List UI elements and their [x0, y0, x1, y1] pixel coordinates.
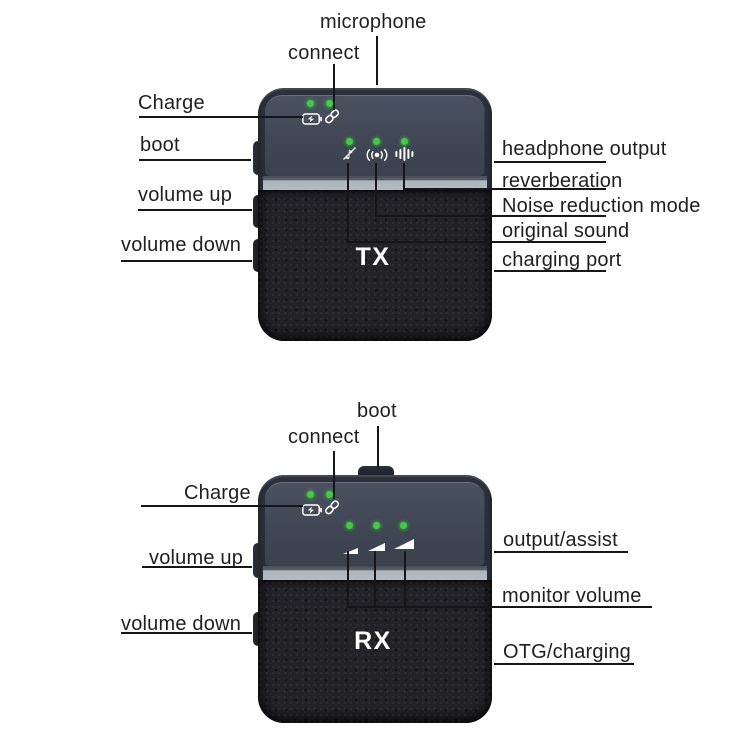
- volume-wedge-large-icon: [394, 536, 414, 554]
- line-rx-charge: [141, 505, 303, 507]
- rx-volume-led-3: [400, 522, 407, 529]
- label-tx-connect: connect: [288, 42, 360, 64]
- label-tx-volume-down: volume down: [121, 234, 242, 256]
- reverb-icon: [364, 148, 390, 167]
- label-rx-volume-up: volume up: [149, 547, 244, 569]
- line-tx-connect: [333, 64, 335, 110]
- link-icon: [324, 499, 340, 521]
- line-tx-headphone-output: [494, 161, 606, 163]
- tx-charge-led: [307, 100, 314, 107]
- line-tx-reverberation-h: [403, 188, 606, 190]
- line-tx-reverberation-v: [403, 163, 405, 190]
- volume-wedge-medium-icon: [368, 538, 385, 556]
- label-tx-reverberation: reverberation: [502, 170, 623, 192]
- line-rx-volume-down: [121, 632, 252, 634]
- rx-volume-led-2: [373, 522, 380, 529]
- label-rx-connect: connect: [288, 426, 360, 448]
- label-tx-original-sound: original sound: [502, 220, 630, 242]
- tx-reverberation-led: [401, 138, 408, 145]
- rx-charge-led: [307, 491, 314, 498]
- battery-charging-icon: [302, 112, 322, 130]
- line-rx-boot: [377, 426, 379, 468]
- line-rx-monitor-v3: [404, 551, 406, 608]
- label-rx-boot: boot: [357, 400, 397, 422]
- tx-face: [265, 95, 485, 176]
- muted-note-icon: ♪: [342, 146, 358, 167]
- tx-device-label: TX: [355, 243, 391, 271]
- line-tx-microphone: [376, 36, 378, 85]
- label-tx-volume-up: volume up: [138, 184, 233, 206]
- label-rx-charge: Charge: [184, 482, 251, 504]
- label-tx-microphone: microphone: [320, 11, 427, 33]
- label-tx-noise-reduction-mode: Noise reduction mode: [502, 195, 701, 217]
- label-tx-boot: boot: [140, 134, 180, 156]
- line-rx-monitor-v1: [347, 551, 349, 608]
- line-rx-otg-charging: [494, 663, 634, 665]
- label-tx-headphone-output: headphone output: [502, 138, 667, 160]
- line-tx-volume-up: [138, 209, 252, 211]
- battery-charging-icon: [302, 503, 322, 521]
- tx-original-sound-led: [346, 138, 353, 145]
- line-tx-noise-reduction-v: [375, 163, 377, 217]
- line-rx-monitor-v2: [374, 551, 376, 608]
- tx-noise-reduction-led: [373, 138, 380, 145]
- line-tx-volume-down: [121, 260, 252, 262]
- label-tx-charge: Charge: [138, 92, 205, 114]
- rx-connect-led: [326, 491, 333, 498]
- line-rx-volume-up: [142, 566, 252, 568]
- line-tx-charge: [139, 116, 303, 118]
- tx-connect-led: [326, 100, 333, 107]
- rx-volume-led-1: [346, 522, 353, 529]
- line-tx-noise-reduction-h: [375, 215, 606, 217]
- line-tx-original-sound-h: [347, 241, 606, 243]
- label-tx-charging-port: charging port: [502, 249, 622, 271]
- label-rx-output-assist: output/assist: [503, 529, 618, 551]
- line-rx-output-assist: [494, 551, 628, 553]
- waveform-icon: [395, 147, 414, 166]
- line-rx-connect: [333, 451, 335, 499]
- svg-text:♪: ♪: [345, 148, 353, 162]
- line-tx-original-sound-v: [347, 163, 349, 243]
- volume-wedge-small-icon: [343, 541, 358, 559]
- line-tx-charging-port: [494, 270, 606, 272]
- label-rx-otg-charging: OTG/charging: [503, 641, 632, 663]
- label-rx-monitor-volume: monitor volume: [502, 585, 642, 607]
- rx-device-label: RX: [354, 627, 392, 655]
- line-rx-monitor-volume: [347, 606, 652, 608]
- link-icon: [324, 108, 340, 130]
- line-tx-boot: [139, 159, 251, 161]
- label-rx-volume-down: volume down: [121, 613, 242, 635]
